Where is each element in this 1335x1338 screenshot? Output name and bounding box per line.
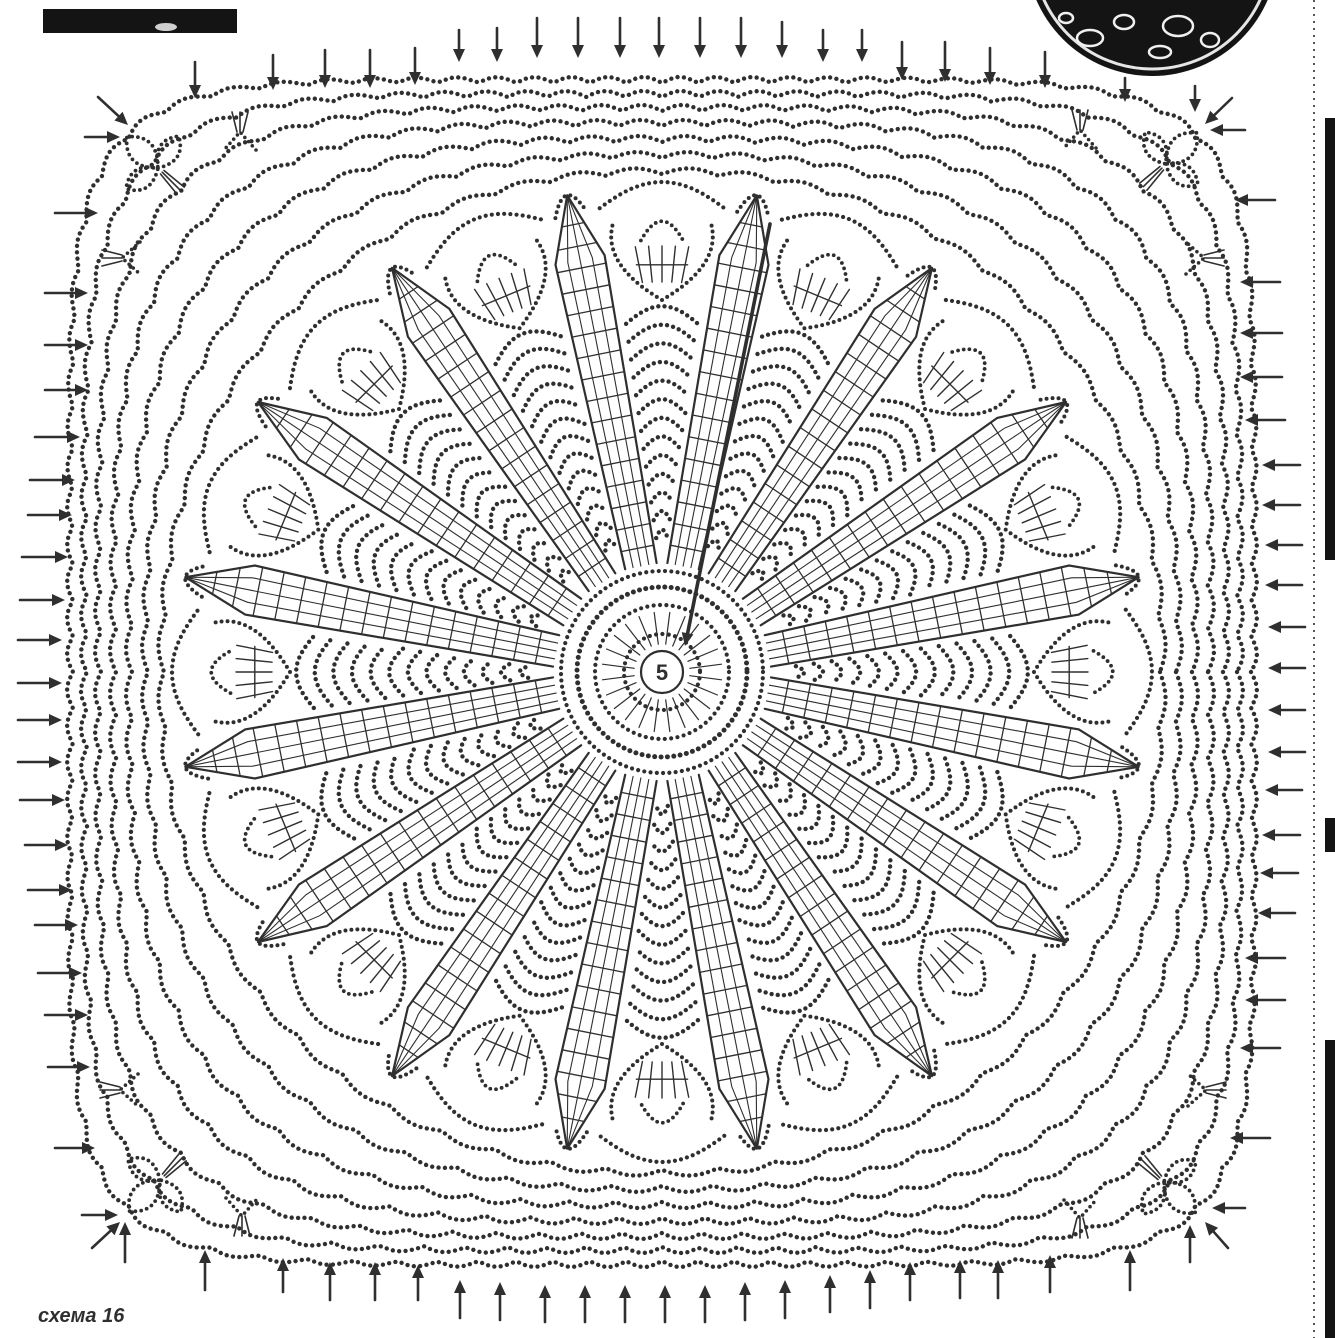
page-edge-bar (1325, 1040, 1335, 1338)
page-edge-bar (1325, 118, 1335, 560)
page-edge-bar (1325, 818, 1335, 852)
diagram-caption: схема 16 (38, 1305, 125, 1327)
photo-strip (43, 9, 237, 33)
photo-highlight (155, 23, 177, 31)
center-label: 5 (656, 660, 668, 685)
